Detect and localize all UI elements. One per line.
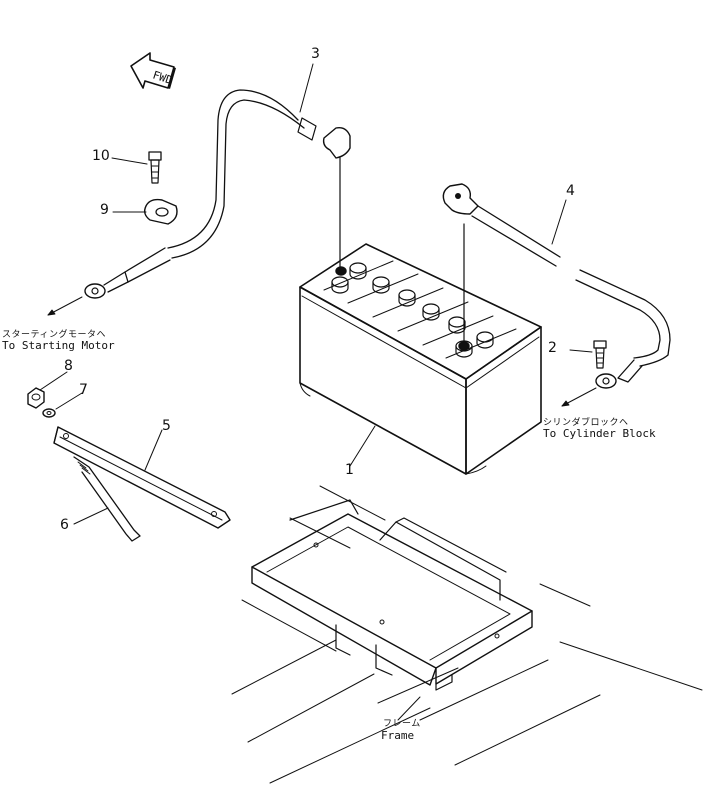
fwd-arrow-icon: FWD: [131, 53, 176, 89]
frame-label-en: Frame: [381, 729, 415, 742]
cable-starting-motor: [85, 90, 350, 298]
callout-3: 3: [311, 46, 320, 62]
callout-1: 1: [345, 462, 354, 478]
leader-lines: [40, 64, 592, 720]
battery-tray: [252, 500, 532, 690]
frame: [232, 486, 702, 783]
callout-7: 7: [79, 382, 88, 398]
callout-9: 9: [100, 202, 109, 218]
battery: [300, 244, 541, 474]
starting-motor-label-jp: スターティングモータヘ: [2, 330, 106, 340]
bolt-2: [594, 341, 606, 368]
starting-motor-label-en: To Starting Motor: [2, 339, 115, 352]
cable-cylinder-block: [443, 184, 670, 388]
rod: [74, 457, 140, 541]
callout-2: 2: [548, 340, 557, 356]
arrow-to-starting-motor-icon: [48, 297, 82, 315]
frame-label-jp: フレーム: [383, 719, 421, 729]
callout-8: 8: [64, 358, 73, 374]
callout-6: 6: [60, 517, 69, 533]
hold-down-bar: [54, 427, 230, 528]
clamp-and-bolt: [145, 152, 177, 224]
nut-and-washer: [28, 388, 55, 417]
battery-caps: [332, 263, 493, 357]
cylinder-block-label-jp: シリンダブロックヘ: [543, 418, 629, 428]
callout-10: 10: [92, 148, 110, 164]
cylinder-block-label-en: To Cylinder Block: [543, 427, 656, 440]
fwd-label: FWD: [151, 68, 174, 87]
arrow-to-cylinder-block-icon: [562, 388, 596, 406]
callout-4: 4: [566, 183, 575, 199]
callout-5: 5: [162, 418, 171, 434]
